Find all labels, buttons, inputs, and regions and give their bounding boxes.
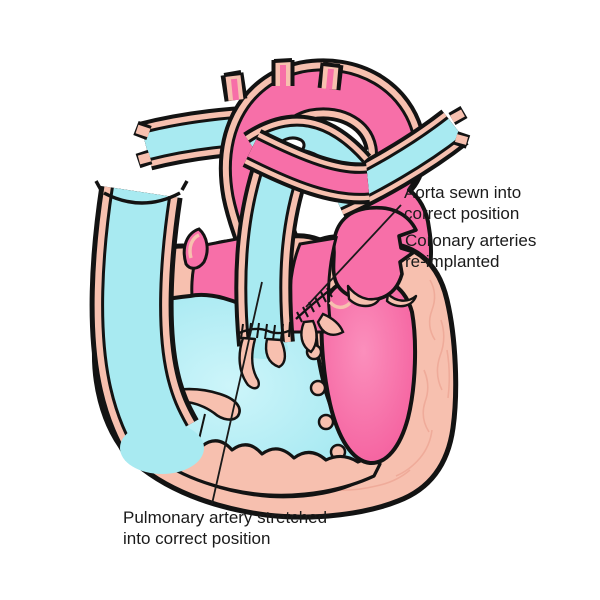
pulmonary-trunk — [238, 138, 354, 390]
leader-lines — [211, 204, 402, 505]
lpa-cut-stubs — [448, 105, 471, 149]
pulmonary-valve-cusps — [238, 336, 287, 390]
label-pulmonary-stretched: Pulmonary artery stretched into correct … — [123, 507, 327, 549]
aortic-suture — [295, 287, 333, 323]
svc-cavity-merge — [120, 422, 204, 474]
left-pulmonary-artery — [336, 112, 468, 198]
label-pulmonary-line2: into correct position — [123, 529, 271, 548]
svc-open-rim — [103, 191, 181, 205]
label-coronary-line1: Coronary arteries — [405, 231, 537, 250]
atrial-appendage-stub — [182, 227, 209, 270]
aorta-leader-line — [305, 204, 402, 308]
label-aorta-line1: Aorta sewn into — [404, 183, 522, 202]
right-pulmonary-artery — [136, 128, 322, 161]
label-coronary-line2: re-implanted — [405, 252, 500, 271]
mitral-valve-leaflets — [346, 284, 418, 308]
aortic-root — [288, 236, 352, 354]
aortic-valve-cusps — [300, 300, 352, 354]
label-coronary-reimplanted: Coronary arteries re-implanted — [405, 230, 536, 272]
superior-vena-cava — [96, 181, 204, 474]
label-aorta-line2: correct position — [404, 204, 520, 223]
label-pulmonary-line1: Pulmonary artery stretched — [123, 508, 328, 527]
left-atrium — [331, 205, 418, 302]
label-aorta-sewn: Aorta sewn into correct position — [404, 182, 521, 224]
arch-branch-stubs — [220, 58, 344, 102]
aortic-arch — [220, 58, 396, 332]
rpa-cut-stubs — [133, 120, 153, 169]
pulmonary-suture — [238, 321, 294, 341]
coronary-reimplant-curl — [328, 300, 352, 310]
pulmonary-leader-line — [211, 281, 263, 505]
